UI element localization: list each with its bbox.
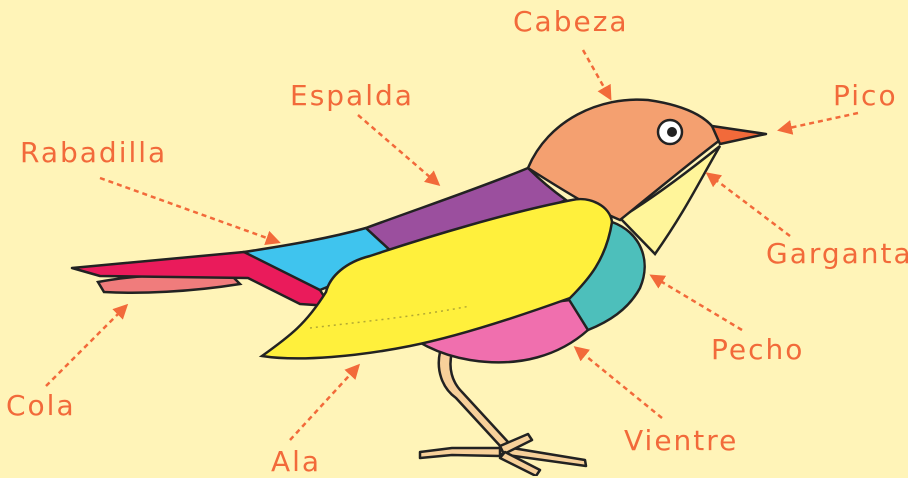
arrow-cabeza [583,50,610,98]
label-garganta: Garganta [766,240,908,268]
arrow-rabadilla [100,178,278,242]
label-espalda: Espalda [290,82,414,110]
label-cola: Cola [6,392,76,420]
label-vientre: Vientre [624,427,738,455]
arrow-pico [780,113,858,130]
arrow-ala [290,366,358,440]
bird-legs [420,352,586,476]
bird-eye [658,120,682,144]
label-pico: Pico [833,82,898,110]
label-rabadilla: Rabadilla [20,139,167,167]
arrow-cola [46,306,126,386]
label-pecho: Pecho [711,336,804,364]
label-ala: Ala [271,448,321,476]
arrow-pecho [652,276,742,330]
arrow-vientre [576,348,662,418]
arrow-espalda [358,115,438,184]
bird-beak [712,126,766,144]
arrow-garganta [708,174,790,236]
label-cabeza: Cabeza [513,8,629,36]
